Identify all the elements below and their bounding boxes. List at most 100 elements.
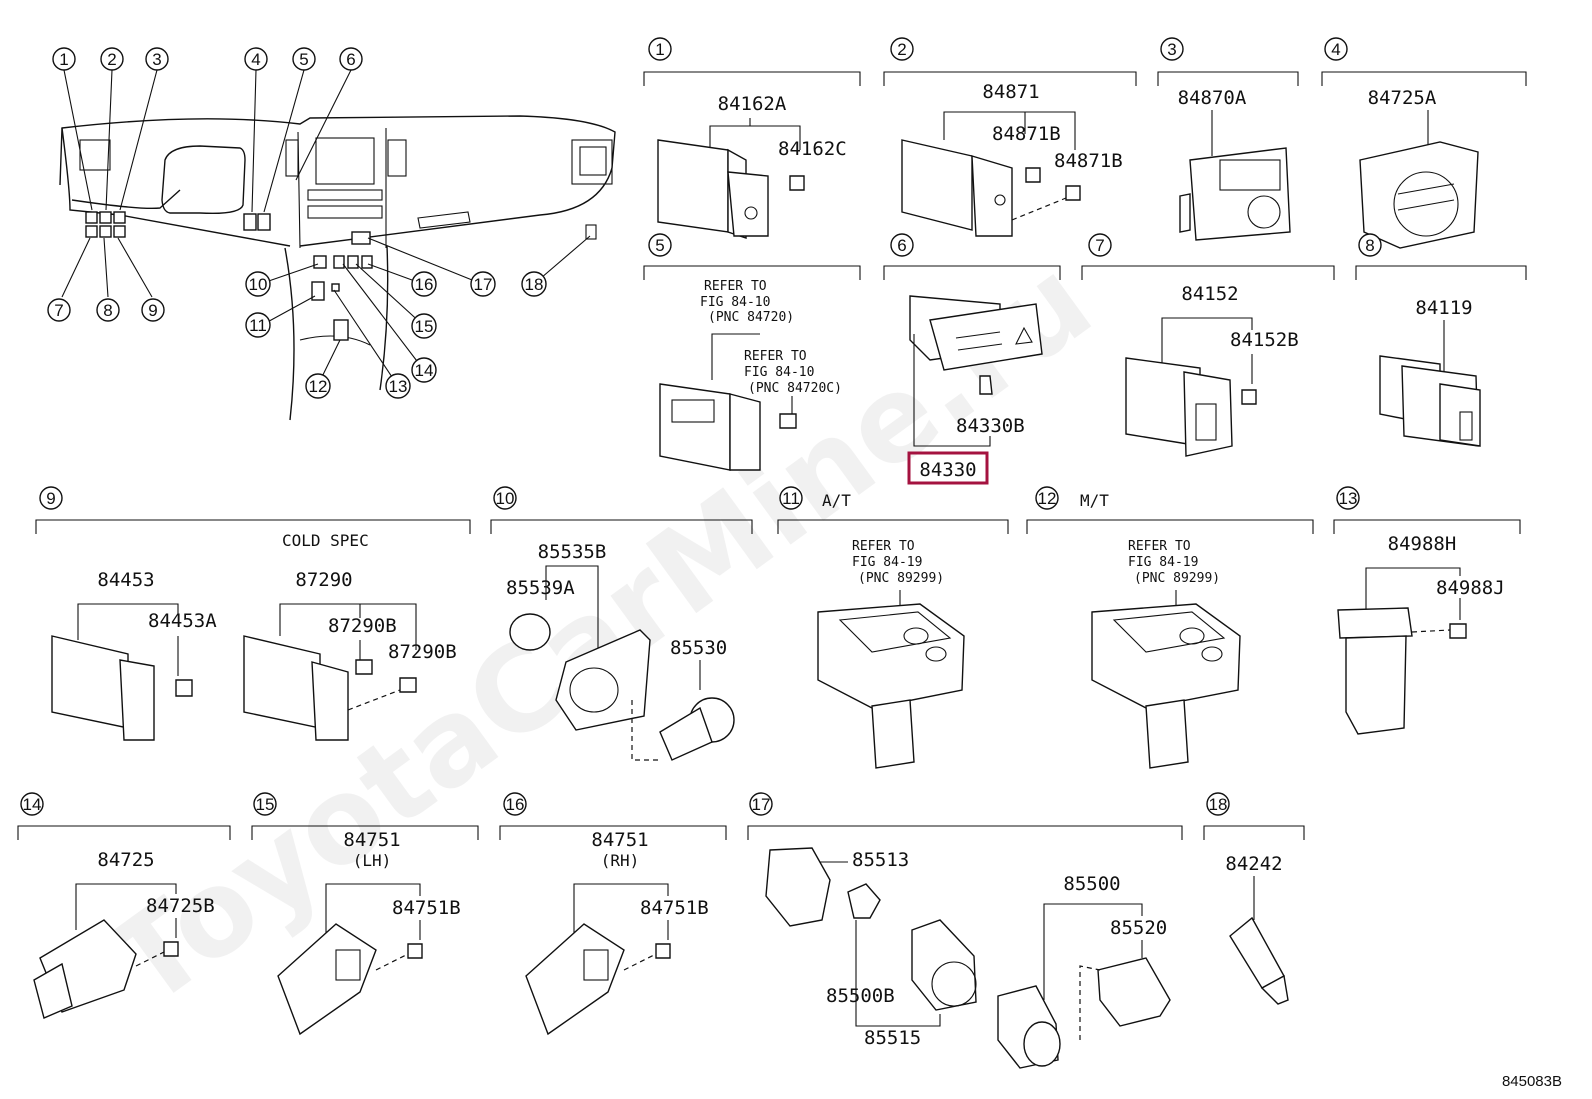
part-84988H: 84988H bbox=[1388, 533, 1457, 555]
label-text: 13 bbox=[1339, 489, 1358, 508]
label-text: 17 bbox=[752, 795, 771, 814]
callout-14: 14 bbox=[411, 357, 437, 383]
label-lh: (LH) bbox=[353, 851, 392, 870]
part-84870A: 84870A bbox=[1178, 87, 1247, 109]
section-7: 7 84152 84152B bbox=[1081, 233, 1335, 457]
section-18: 18 84242 bbox=[1203, 792, 1305, 1005]
overview-callouts: 1 2 3 4 5 6 7 8 9 10 11 12 13 14 15 16 1… bbox=[47, 47, 547, 399]
part-84152B: 84152B bbox=[1230, 329, 1299, 351]
callout-10: 10 bbox=[245, 271, 271, 297]
callout-17: 17 bbox=[470, 271, 496, 297]
part-84751B-rh: 84751B bbox=[640, 897, 709, 919]
part-84725B: 84725B bbox=[146, 895, 215, 917]
label-text: 16 bbox=[506, 795, 525, 814]
label-text: 3 bbox=[1167, 40, 1176, 59]
part-84988J: 84988J bbox=[1436, 577, 1505, 599]
label-text: 5 bbox=[655, 236, 664, 255]
part-84162A: 84162A bbox=[718, 93, 787, 115]
reference-note: FIG 84-10 bbox=[744, 365, 814, 380]
label-text: 12 bbox=[1038, 489, 1057, 508]
callout-4: 4 bbox=[244, 47, 268, 71]
part-85513: 85513 bbox=[852, 849, 909, 871]
reference-note: REFER TO bbox=[744, 349, 807, 364]
section-5: 5 REFER TO FIG 84-10 (PNC 84720) REFER T… bbox=[643, 233, 861, 471]
label-text: 10 bbox=[496, 489, 515, 508]
part-85500: 85500 bbox=[1063, 873, 1120, 895]
label-text: 15 bbox=[415, 317, 434, 336]
part-84751-rh: 84751 bbox=[591, 829, 648, 851]
label-text: 7 bbox=[54, 301, 63, 320]
part-84751B-lh: 84751B bbox=[392, 897, 461, 919]
reference-note: (PNC 89299) bbox=[858, 571, 944, 586]
part-84871B: 84871B bbox=[992, 123, 1061, 145]
part-85520: 85520 bbox=[1110, 917, 1167, 939]
label-text: 1 bbox=[655, 40, 664, 59]
reference-note: FIG 84-19 bbox=[852, 555, 922, 570]
part-84330: 84330 bbox=[919, 459, 976, 481]
part-84152: 84152 bbox=[1181, 283, 1238, 305]
part-84330B: 84330B bbox=[956, 415, 1025, 437]
caption-cold-spec: COLD SPEC bbox=[282, 531, 369, 550]
dashboard-overview bbox=[59, 69, 616, 421]
part-84871: 84871 bbox=[982, 81, 1039, 103]
section-16: 16 84751 (RH) 84751B bbox=[499, 792, 727, 1036]
label-text: 8 bbox=[103, 301, 112, 320]
callout-6: 6 bbox=[339, 47, 363, 71]
label-text: 6 bbox=[346, 50, 355, 69]
callout-16: 16 bbox=[411, 271, 437, 297]
reference-note: (PNC 84720) bbox=[708, 310, 794, 325]
section-13: 13 84988H 84988J bbox=[1333, 486, 1521, 735]
reference-note: FIG 84-19 bbox=[1128, 555, 1198, 570]
part-84119: 84119 bbox=[1415, 297, 1472, 319]
section-17: 17 85513 85500B 85515 85500 85520 bbox=[747, 792, 1183, 1069]
section-10: 10 85535B 85539A 85530 bbox=[490, 486, 753, 761]
part-85500B: 85500B bbox=[826, 985, 895, 1007]
label-text: 18 bbox=[1209, 795, 1228, 814]
section-6: 6 84330B 84330 bbox=[883, 233, 1061, 485]
callout-9: 9 bbox=[141, 298, 165, 322]
callout-11: 11 bbox=[245, 312, 271, 338]
label-text: 9 bbox=[148, 301, 157, 320]
caption-mt: M/T bbox=[1080, 491, 1109, 510]
section-4: 4 84725A bbox=[1321, 37, 1527, 249]
highlight-box bbox=[907, 451, 989, 485]
callout-8: 8 bbox=[96, 298, 120, 322]
part-87290: 87290 bbox=[295, 569, 352, 591]
reference-note: (PNC 84720C) bbox=[748, 381, 842, 396]
reference-note: REFER TO bbox=[1128, 539, 1191, 554]
label-text: 15 bbox=[256, 795, 275, 814]
callout-1: 1 bbox=[52, 47, 76, 71]
caption-at: A/T bbox=[822, 491, 851, 510]
label-rh: (RH) bbox=[601, 851, 640, 870]
label-text: 5 bbox=[299, 50, 308, 69]
callout-3: 3 bbox=[145, 47, 169, 71]
reference-note: REFER TO bbox=[704, 279, 767, 294]
label-text: 12 bbox=[309, 377, 328, 396]
label-text: 11 bbox=[782, 489, 800, 508]
section-12: 12 M/T REFER TO FIG 84-19 (PNC 89299) bbox=[1026, 486, 1314, 769]
label-text: 1 bbox=[59, 50, 68, 69]
label-text: 17 bbox=[474, 275, 493, 294]
part-84751-lh: 84751 bbox=[343, 829, 400, 851]
label-text: 2 bbox=[897, 40, 906, 59]
label-text: 6 bbox=[897, 236, 906, 255]
part-84453: 84453 bbox=[97, 569, 154, 591]
section-15: 15 84751 (LH) 84751B bbox=[251, 792, 479, 1036]
drawing-code: 845083B bbox=[1502, 1073, 1562, 1090]
reference-note: REFER TO bbox=[852, 539, 915, 554]
label-text: 16 bbox=[415, 275, 434, 294]
part-84242: 84242 bbox=[1225, 853, 1282, 875]
label-text: 2 bbox=[107, 50, 116, 69]
part-87290B: 87290B bbox=[328, 615, 397, 637]
section-11: 11 A/T REFER TO FIG 84-19 (PNC 89299) bbox=[777, 486, 1009, 769]
label-text: 14 bbox=[415, 361, 434, 380]
callout-13: 13 bbox=[385, 373, 411, 399]
section-14: 14 84725 84725B bbox=[17, 792, 231, 1019]
section-8: 8 84119 bbox=[1355, 233, 1527, 447]
callout-12: 12 bbox=[305, 373, 331, 399]
label-text: 9 bbox=[46, 489, 55, 508]
part-84453A: 84453A bbox=[148, 610, 217, 632]
label-text: 8 bbox=[1365, 236, 1374, 255]
part-85539A: 85539A bbox=[506, 577, 575, 599]
